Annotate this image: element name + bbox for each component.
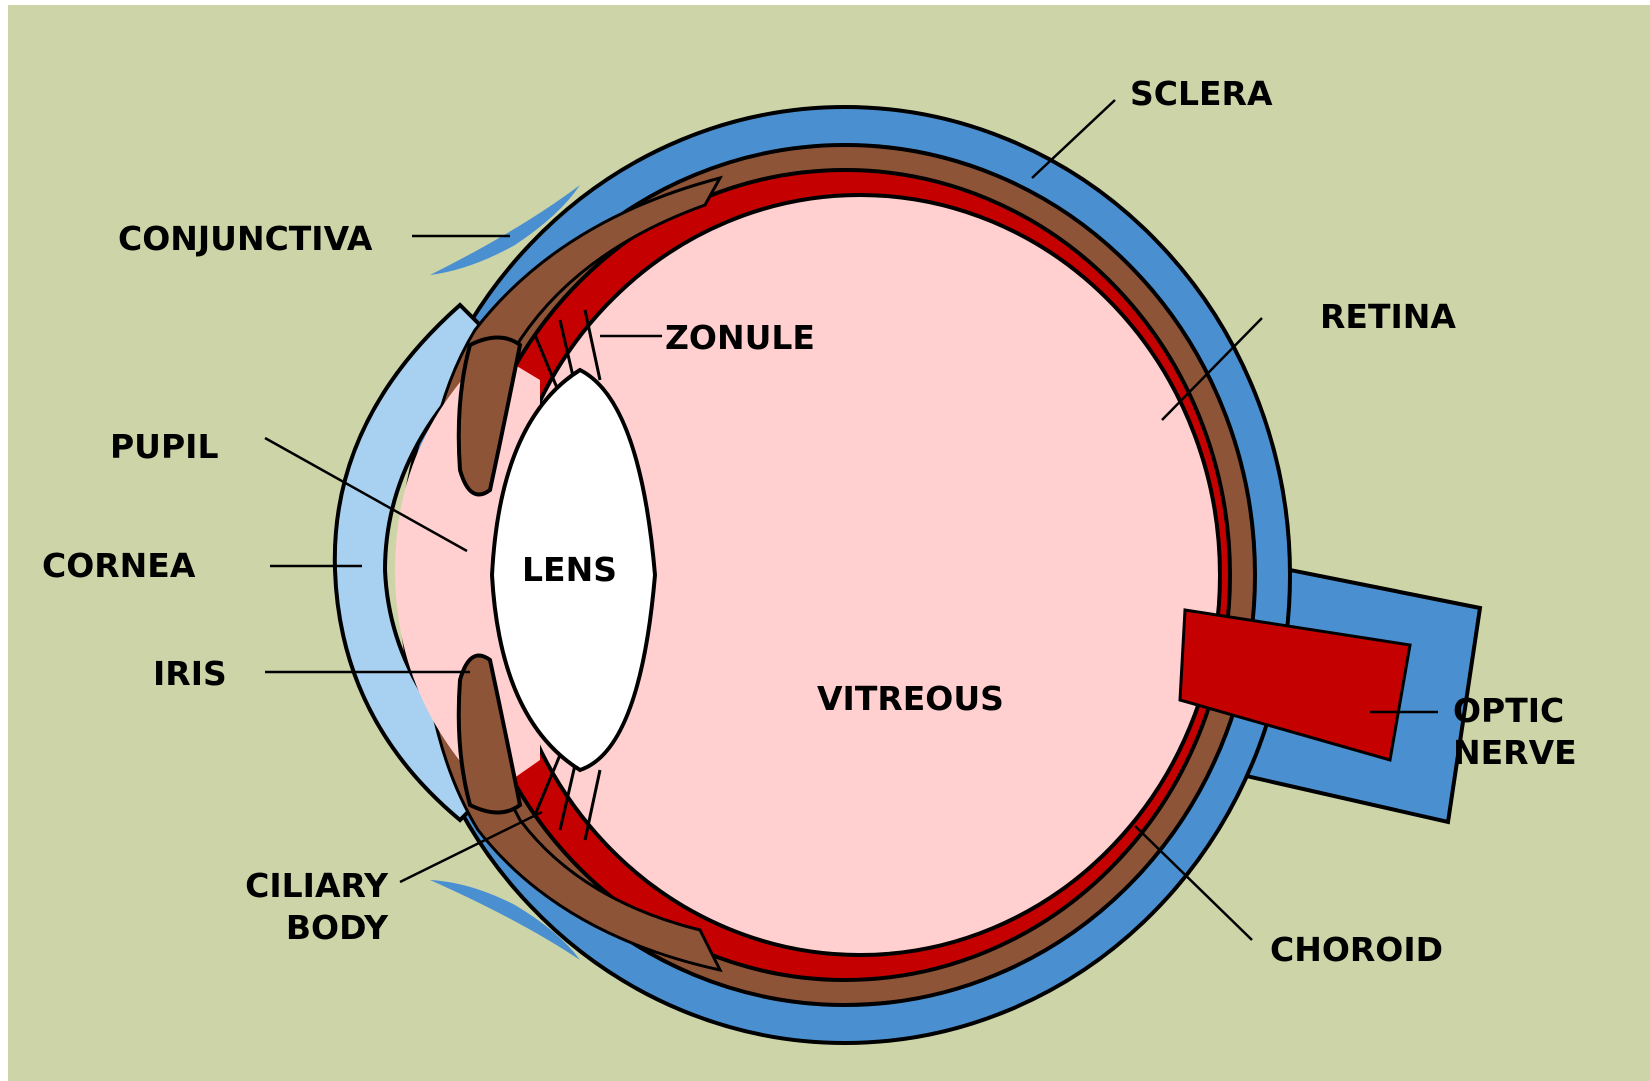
label-cornea: CORNEA [42,546,195,586]
label-sclera: SCLERA [1130,74,1273,114]
label-zonule: ZONULE [665,318,815,358]
label-optic-nerve-line2: NERVE [1453,733,1577,773]
label-iris: IRIS [153,654,227,694]
label-ciliary-body-line2: BODY [236,908,388,948]
label-pupil: PUPIL [110,427,218,467]
label-vitreous: VITREOUS [817,679,1004,719]
label-retina: RETINA [1320,297,1456,337]
label-conjunctiva: CONJUNCTIVA [118,219,372,259]
label-choroid: CHOROID [1270,930,1443,970]
label-ciliary-body-line1: CILIARY [236,866,388,906]
label-lens: LENS [522,550,617,590]
label-optic-nerve-line1: OPTIC [1453,691,1564,731]
